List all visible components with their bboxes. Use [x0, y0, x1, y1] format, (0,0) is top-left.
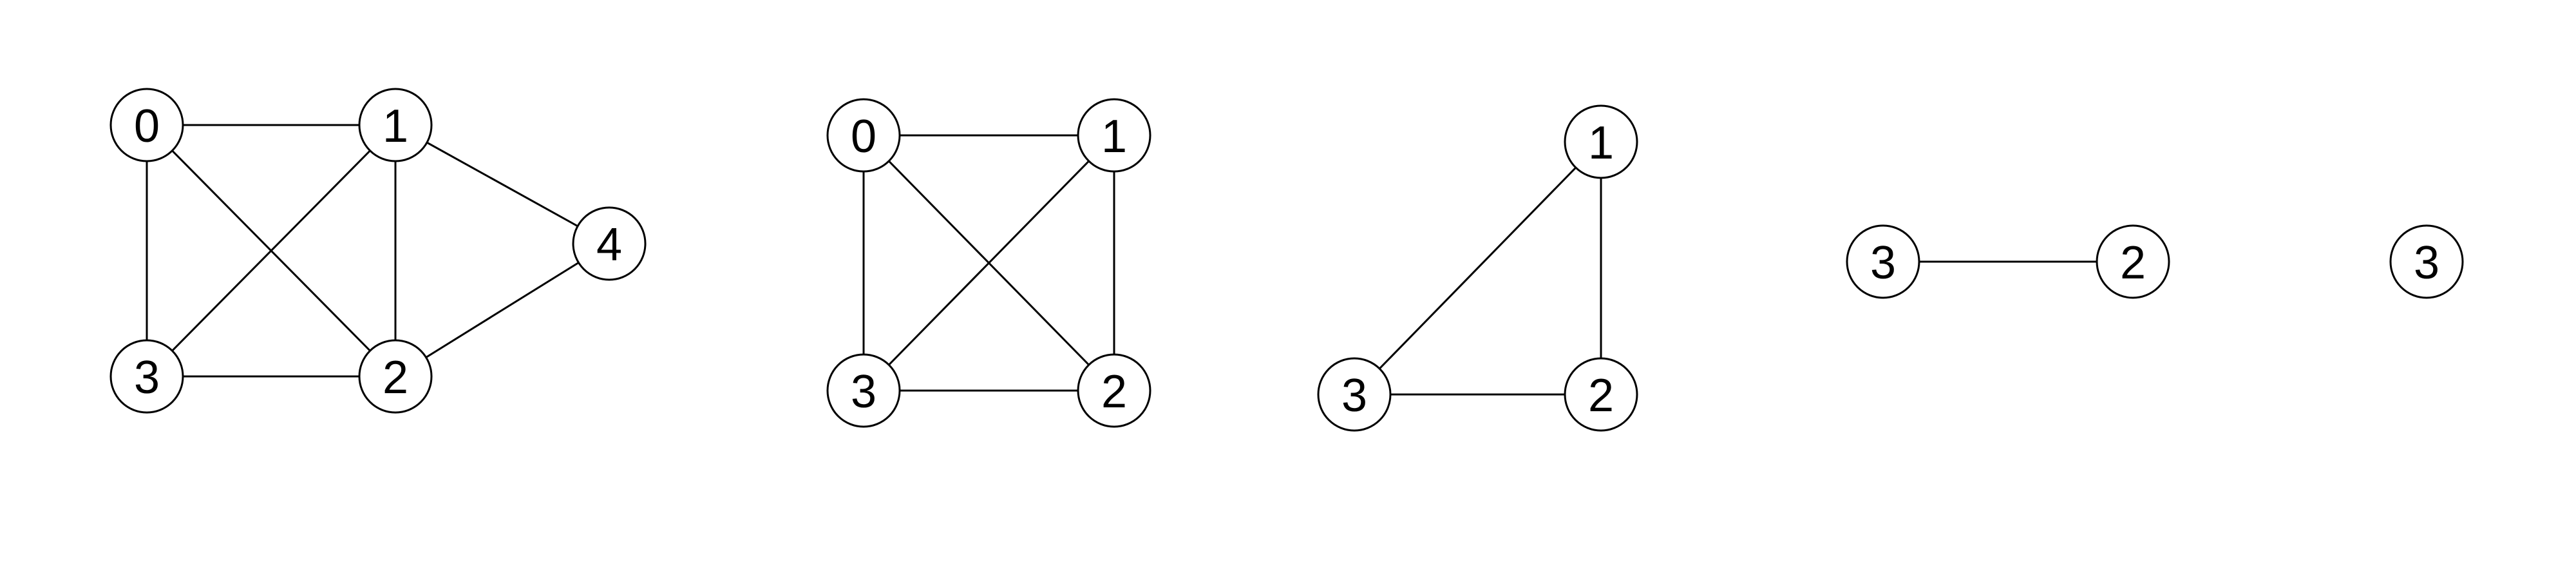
edge-n1-n3 — [1353, 141, 1602, 396]
node-label: 2 — [383, 352, 408, 403]
node-circle — [1317, 357, 1392, 432]
node-circle — [109, 339, 184, 414]
edge-n1-n4 — [395, 124, 610, 245]
node-label: 0 — [134, 101, 160, 152]
node-circle — [826, 98, 901, 173]
edge-n1-n3 — [146, 124, 397, 378]
graph-4: 3 — [2389, 224, 2464, 299]
node-label: 3 — [851, 366, 876, 418]
node-1: 1 — [1077, 98, 1151, 173]
node-circle — [2096, 224, 2170, 299]
node-label: 0 — [851, 111, 876, 162]
graph-1: 0 1 2 3 — [826, 98, 1151, 428]
node-label: 1 — [1101, 111, 1127, 162]
node-label: 3 — [1341, 370, 1367, 422]
node-3: 3 — [1317, 357, 1392, 432]
node-label: 1 — [1588, 117, 1614, 169]
node-circle — [1564, 104, 1638, 179]
node-label: 2 — [1588, 370, 1614, 422]
node-label: 4 — [596, 219, 622, 271]
node-3: 3 — [826, 353, 901, 428]
edge-n2-n4 — [395, 242, 610, 378]
node-label: 1 — [383, 101, 408, 152]
node-2: 2 — [2096, 224, 2170, 299]
node-3: 3 — [109, 339, 184, 414]
node-0: 0 — [109, 88, 184, 162]
node-label: 3 — [1870, 237, 1896, 289]
node-label: 3 — [2414, 237, 2439, 289]
node-label: 2 — [1101, 366, 1127, 418]
node-circle — [572, 206, 647, 281]
graph-2: 1 2 3 — [1317, 104, 1638, 432]
edge-n1-n3 — [862, 134, 1115, 392]
node-circle — [1077, 353, 1151, 428]
node-circle — [826, 353, 901, 428]
node-circle — [1077, 98, 1151, 173]
node-circle — [2389, 224, 2464, 299]
node-circle — [1846, 224, 1920, 299]
node-circle — [1564, 357, 1638, 432]
node-1: 1 — [1564, 104, 1638, 179]
graph-0: 0 1 2 3 4 — [109, 88, 647, 414]
node-3: 3 — [2389, 224, 2464, 299]
node-0: 0 — [826, 98, 901, 173]
node-1: 1 — [358, 88, 433, 162]
node-2: 2 — [1564, 357, 1638, 432]
node-label: 2 — [2120, 237, 2146, 289]
node-circle — [109, 88, 184, 162]
node-circle — [358, 88, 433, 162]
node-3: 3 — [1846, 224, 1920, 299]
node-2: 2 — [1077, 353, 1151, 428]
node-2: 2 — [358, 339, 433, 414]
node-4: 4 — [572, 206, 647, 281]
node-label: 3 — [134, 352, 160, 403]
node-circle — [358, 339, 433, 414]
